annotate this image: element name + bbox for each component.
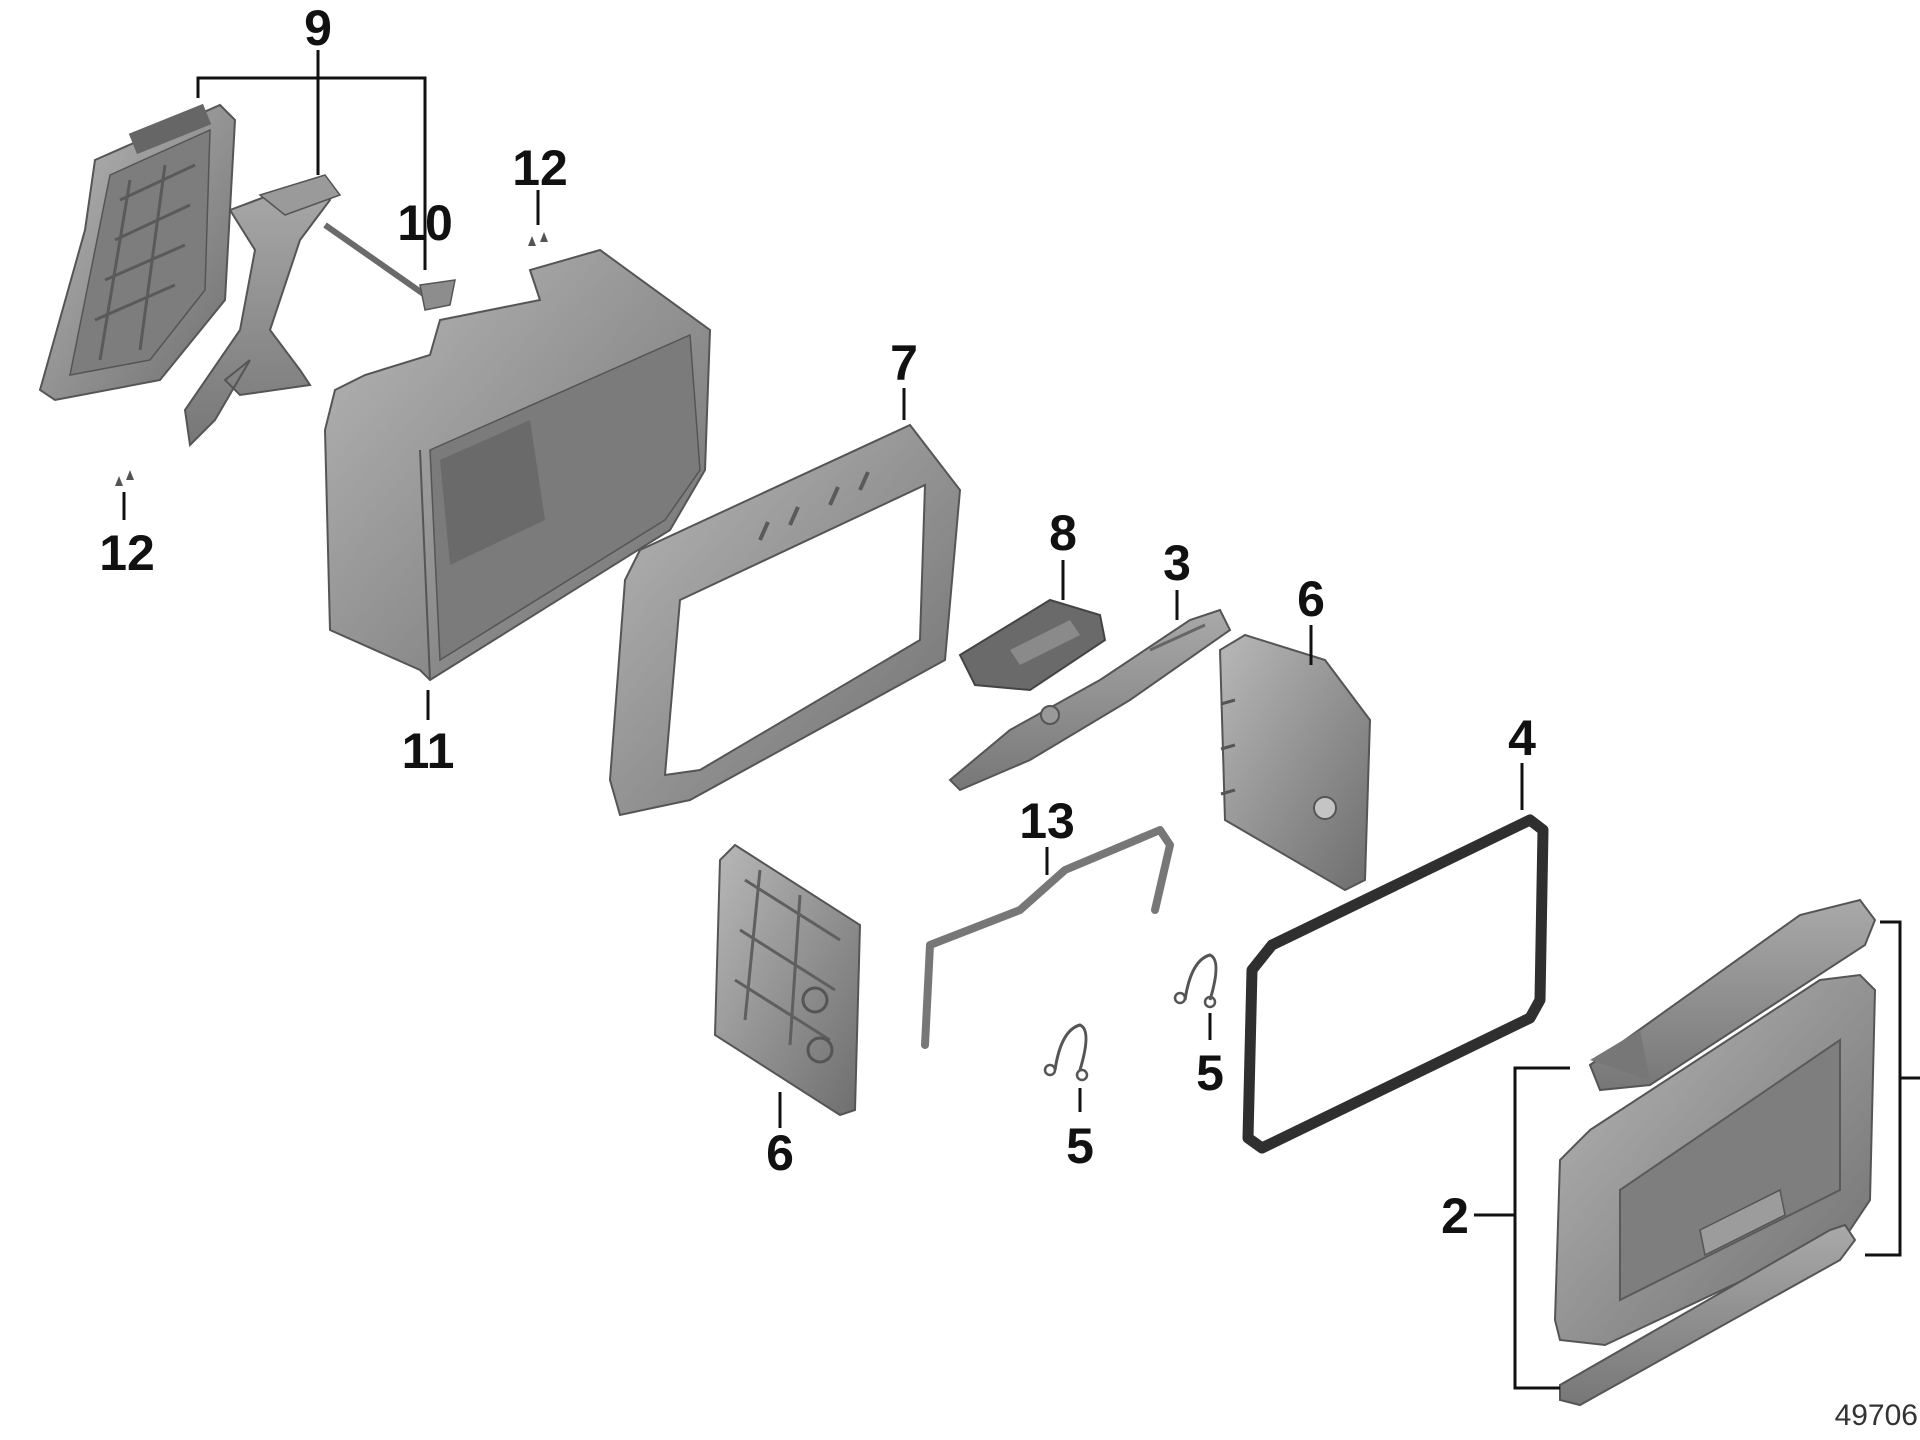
callout-5-left: 5 — [1066, 1118, 1094, 1174]
case-body-part — [323, 248, 712, 682]
leader-bracket-2-left — [1513, 1066, 1570, 1390]
cover-plate-part-lower — [713, 843, 862, 1117]
leader-bracket-9-10 — [196, 76, 427, 95]
callout-7: 7 — [890, 335, 918, 391]
screw-part-left — [115, 470, 134, 486]
rod-part — [323, 222, 456, 311]
callout-12-top: 12 — [512, 140, 568, 196]
callout-5-right: 5 — [1196, 1045, 1224, 1101]
callout-3: 3 — [1163, 535, 1191, 591]
screw-part-top — [528, 232, 548, 246]
lid-top-trim-part — [1588, 898, 1877, 1092]
callout-4: 4 — [1508, 710, 1536, 766]
mounting-plate-part — [38, 103, 237, 402]
callout-6-upper: 6 — [1297, 571, 1325, 627]
callout-10: 10 — [397, 195, 453, 251]
callout-11: 11 — [402, 723, 455, 779]
callout-13: 13 — [1019, 793, 1075, 849]
clip-part-left — [1043, 1023, 1089, 1082]
lid-bottom-trim-part — [1559, 1223, 1857, 1407]
leader-lines — [122, 50, 1920, 1390]
handle-part — [958, 598, 1107, 692]
callout-8: 8 — [1049, 505, 1077, 561]
callout-6-lower: 6 — [766, 1125, 794, 1181]
cover-plate-part-upper — [1218, 633, 1372, 892]
leader-bracket-2-right — [1865, 920, 1902, 1257]
callout-9: 9 — [304, 0, 332, 56]
callout-12-left: 12 — [99, 525, 155, 581]
callout-2: 2 — [1441, 1188, 1469, 1244]
bracket-part — [183, 174, 342, 448]
latch-part — [948, 608, 1232, 792]
clip-part-right — [1173, 953, 1218, 1009]
frame-part — [608, 423, 962, 817]
wire-bracket-part — [921, 826, 1174, 1049]
drawing-number: 49706 — [1835, 1399, 1918, 1432]
seal-part — [1242, 814, 1549, 1154]
callout-labels: 9 10 12 12 11 7 8 3 6 4 13 6 5 5 2 49706 — [99, 0, 1918, 1432]
